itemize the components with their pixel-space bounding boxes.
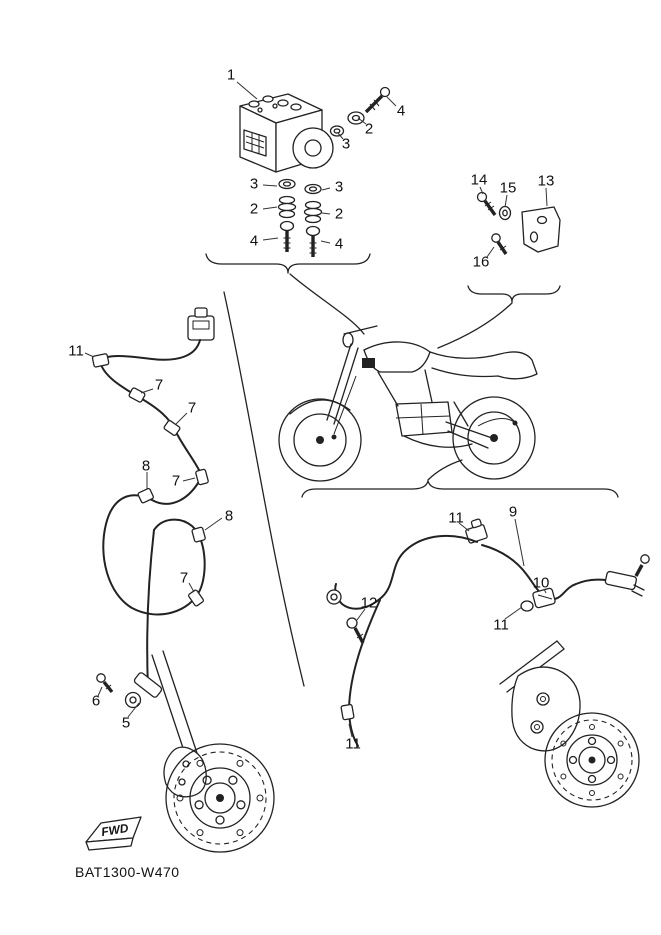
bolt-head	[476, 191, 488, 203]
abs-module-drawing	[239, 93, 334, 173]
clamp-11	[340, 703, 355, 721]
bolt-head	[379, 86, 391, 98]
front-brake-disc	[151, 650, 275, 853]
rear-brake-disc	[499, 640, 640, 808]
abs-mount-stacks	[277, 178, 323, 257]
front-sensor-assembly	[91, 307, 215, 709]
motorcycle-illustration	[278, 325, 538, 482]
fwd-badge: FWD	[85, 816, 142, 851]
grommet-11	[520, 600, 534, 612]
front-caliper	[163, 746, 207, 798]
clamp-7	[188, 589, 204, 607]
abs-motor	[292, 127, 334, 169]
clamp-7	[128, 387, 146, 403]
sensor-bolt	[96, 673, 106, 683]
section-braces	[205, 253, 619, 687]
abs-top-hardware	[329, 86, 391, 137]
ring-terminal	[326, 589, 342, 605]
clamp-8	[191, 526, 206, 543]
part-code: BAT1300-W470	[75, 864, 180, 880]
grommet-11	[91, 353, 110, 368]
harness-location-marker	[362, 358, 375, 368]
clamp-10	[532, 587, 556, 609]
rear-wheel-sensor	[604, 570, 638, 591]
fwd-label: FWD	[100, 821, 130, 839]
callout-leader-lines	[84, 81, 548, 738]
bracket-assembly	[476, 191, 561, 255]
clamp-7	[163, 420, 181, 436]
rear-sensor-assembly	[326, 518, 650, 747]
front-wheel-sensor	[133, 672, 163, 698]
rear-caliper	[511, 666, 581, 752]
bolt-12	[346, 617, 358, 629]
clamp-8	[137, 487, 154, 504]
clamp-7	[195, 468, 209, 486]
sensor-bracket	[521, 206, 561, 253]
front-sensor-connector	[187, 315, 215, 341]
